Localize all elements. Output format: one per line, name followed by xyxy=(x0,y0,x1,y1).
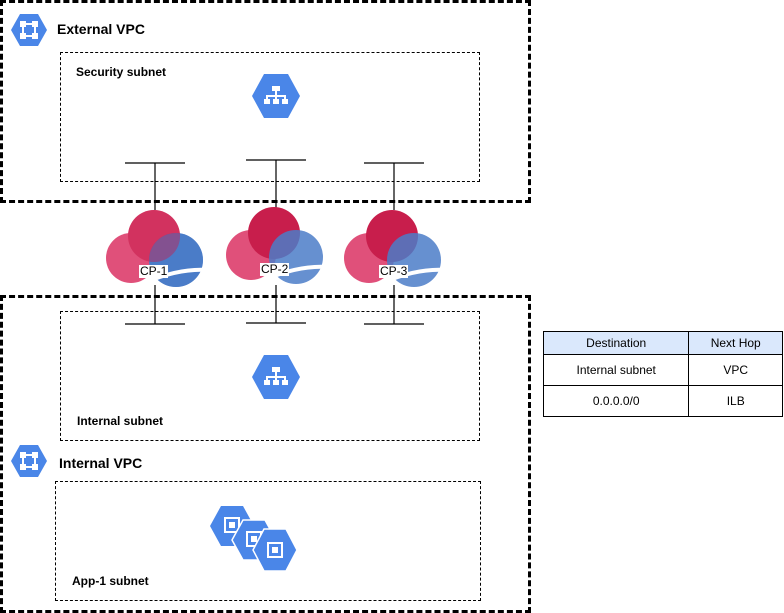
cp-1-label: CP-1 xyxy=(139,264,169,278)
internal-vpc-icon xyxy=(11,445,47,477)
security-subnet-container xyxy=(60,52,480,182)
compute-engine-icon xyxy=(210,506,298,572)
checkpoint-cloud-icon xyxy=(106,210,208,287)
external-vpc-title: External VPC xyxy=(57,21,145,37)
security-subnet-label: Security subnet xyxy=(76,65,167,79)
route-next-hop-cell: VPC xyxy=(688,354,783,386)
route-destination-cell: Internal subnet xyxy=(542,354,690,386)
table-row: 0.0.0.0/0 ILB xyxy=(542,385,783,417)
cp-3-label: CP-3 xyxy=(379,264,409,278)
route-next-hop-cell: ILB xyxy=(688,385,783,417)
route-table-header-destination: Destination xyxy=(542,331,690,355)
internal-load-balancer-icon xyxy=(252,355,300,399)
external-vpc-icon xyxy=(11,14,47,46)
route-destination-cell: 0.0.0.0/0 xyxy=(542,385,690,417)
internal-vpc-title: Internal VPC xyxy=(59,455,143,471)
internal-subnet-label: Internal subnet xyxy=(77,414,164,428)
app-subnet-label: App-1 subnet xyxy=(72,574,149,588)
app-subnet-container xyxy=(55,481,481,601)
route-table: Destination Next Hop Internal subnet VPC… xyxy=(542,331,783,417)
route-table-header-next-hop: Next Hop xyxy=(688,331,783,355)
internal-subnet-container xyxy=(60,311,480,441)
internal-vpc-container xyxy=(0,295,531,613)
cp-2-label: CP-2 xyxy=(260,262,290,276)
external-vpc-container xyxy=(0,0,531,203)
external-load-balancer-icon xyxy=(252,74,300,118)
route-table-header-row: Destination Next Hop xyxy=(542,331,783,355)
checkpoint-cloud-icon xyxy=(226,207,328,284)
table-row: Internal subnet VPC xyxy=(542,354,783,386)
